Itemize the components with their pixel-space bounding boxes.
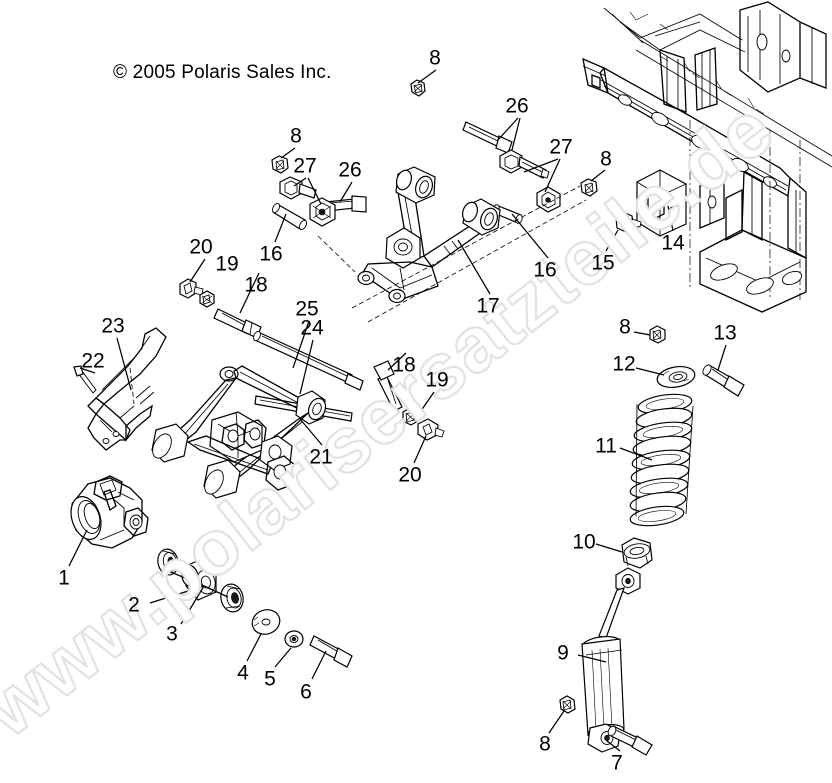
callout-11: 11 xyxy=(595,434,617,458)
callout-8c: 8 xyxy=(600,147,612,171)
callout-3: 3 xyxy=(166,622,178,646)
callout-18a: 18 xyxy=(244,273,268,297)
callout-5: 5 xyxy=(264,667,276,691)
callout-8b: 8 xyxy=(290,124,302,148)
callout-1: 1 xyxy=(58,566,70,590)
callout-12: 12 xyxy=(612,352,636,376)
skid-bracket-part-23 xyxy=(87,327,167,451)
vehicle-frame-illustration xyxy=(582,1,832,313)
flange-bolt-27b1 xyxy=(279,176,317,200)
callout-8e: 8 xyxy=(539,732,551,756)
hub-carrier-part-1 xyxy=(70,475,149,549)
grease-fitting-20a xyxy=(179,278,204,299)
grease-fitting-20b xyxy=(417,418,445,441)
lock-nut-19a xyxy=(199,290,215,308)
callout-26b: 26 xyxy=(338,158,362,182)
callout-21: 21 xyxy=(309,445,333,469)
hex-bolt-26b xyxy=(325,195,367,213)
shock-absorber-part-9 xyxy=(581,567,641,753)
small-washer-part-5 xyxy=(284,630,304,648)
hex-bolt-26a xyxy=(462,121,513,154)
callout-10: 10 xyxy=(572,530,596,554)
callout-25: 25 xyxy=(295,297,319,321)
spring-seat-washer-part-12 xyxy=(656,366,696,388)
callout-17: 17 xyxy=(476,294,500,318)
shock-upper-bolt-part-13 xyxy=(702,364,745,397)
pivot-bolt-part-15 xyxy=(615,211,642,233)
callout-19a: 19 xyxy=(215,252,239,276)
spring-retainer-part-10 xyxy=(621,537,653,569)
lock-nut-19b xyxy=(402,407,419,426)
mount-screw-part-22 xyxy=(73,365,97,394)
callout-16b: 16 xyxy=(533,258,557,282)
callout-24: 24 xyxy=(300,316,324,340)
callout-23: 23 xyxy=(101,314,125,338)
flange-bolt-27a xyxy=(499,149,550,179)
flange-bolt-27a2 xyxy=(536,186,561,213)
callout-14: 14 xyxy=(661,231,685,255)
callout-27b: 27 xyxy=(293,154,317,178)
callout-leader-lines xyxy=(68,69,727,752)
callout-16a: 16 xyxy=(259,242,283,266)
bearing-part-2b xyxy=(220,583,244,613)
callout-18b: 18 xyxy=(392,353,416,377)
bushing-sleeve-part-3 xyxy=(181,557,217,601)
flange-nut-8d xyxy=(649,325,666,344)
callout-22: 22 xyxy=(81,349,105,373)
flange-nut-8a xyxy=(410,79,426,97)
long-bolt-18b xyxy=(373,360,403,412)
construction-line-1 xyxy=(317,235,356,273)
callout-20b: 20 xyxy=(398,463,422,487)
frame-bracket-part-14 xyxy=(636,169,687,237)
callout-19b: 19 xyxy=(425,368,449,392)
callout-9: 9 xyxy=(557,641,569,665)
callout-27a: 27 xyxy=(549,135,573,159)
callout-7: 7 xyxy=(611,751,623,775)
flange-nut-8e xyxy=(559,695,576,714)
coil-spring-part-11 xyxy=(629,393,694,527)
construction-line-3 xyxy=(367,199,587,323)
callout-6: 6 xyxy=(300,680,312,704)
callout-15: 15 xyxy=(591,251,615,275)
hub-bolt-part-6 xyxy=(309,635,353,668)
callout-2: 2 xyxy=(128,593,140,617)
large-washer-part-4 xyxy=(251,609,281,635)
callout-8d: 8 xyxy=(619,315,631,339)
long-bolt-18a xyxy=(213,308,262,339)
callout-8a: 8 xyxy=(429,46,441,70)
callout-13: 13 xyxy=(713,321,737,345)
callout-20a: 20 xyxy=(189,235,213,259)
swing-arm-part-21 xyxy=(151,365,327,499)
pivot-pin-16a xyxy=(271,202,308,231)
flange-bolt-27b2 xyxy=(309,197,336,227)
upper-a-arm-part-17 xyxy=(357,166,501,304)
bearing-part-2a xyxy=(157,548,179,576)
flange-nut-8c xyxy=(580,178,598,197)
copyright-notice: © 2005 Polaris Sales Inc. xyxy=(113,62,332,83)
pivot-shaft-25 xyxy=(253,330,364,391)
flange-nut-8b xyxy=(271,155,289,174)
callout-4: 4 xyxy=(237,661,249,685)
shock-lower-bolt-part-7 xyxy=(607,725,653,756)
construction-line-2 xyxy=(351,185,581,309)
callout-26a: 26 xyxy=(505,94,529,118)
